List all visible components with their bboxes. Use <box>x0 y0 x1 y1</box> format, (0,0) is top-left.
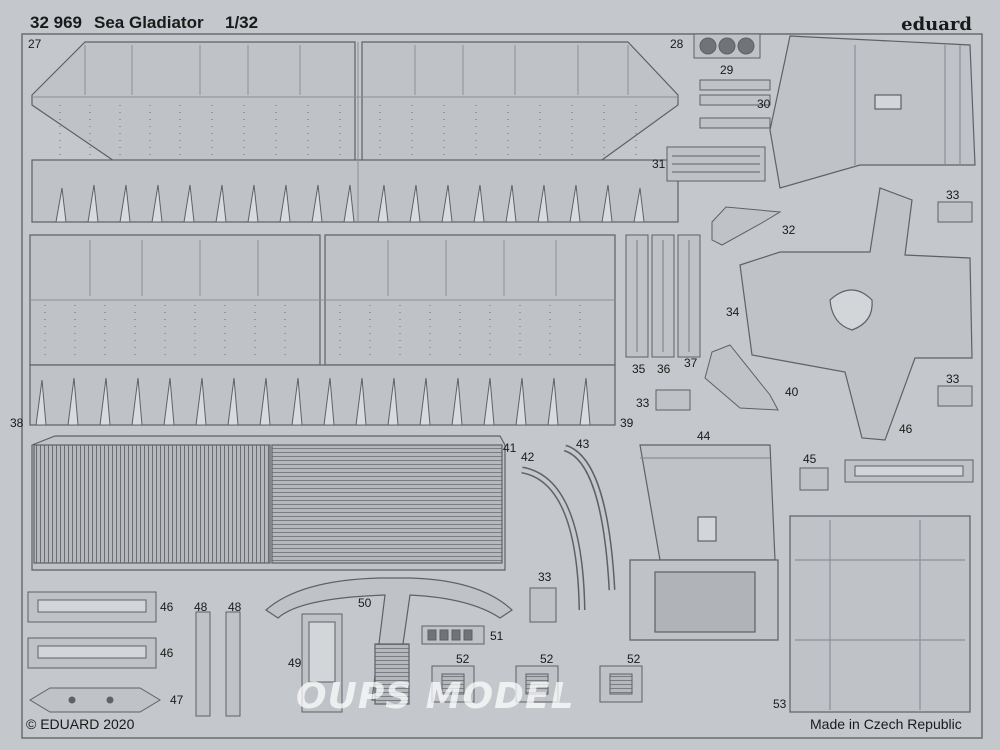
part-label-46b: 46 <box>160 600 174 614</box>
part-38-39-hinges <box>35 377 591 426</box>
part-label-44: 44 <box>697 429 711 443</box>
part-label-39: 39 <box>620 416 634 430</box>
part-label-38: 38 <box>10 416 24 430</box>
part-46-47-strips <box>27 591 161 713</box>
copyright-text: © EDUARD 2020 <box>26 716 135 732</box>
part-label-35: 35 <box>632 362 646 376</box>
part-27-28-panel-lines <box>32 42 678 222</box>
part-label-52a: 52 <box>456 652 470 666</box>
part-label-46c: 46 <box>160 646 174 660</box>
part-label-28: 28 <box>670 37 684 51</box>
brand-logo: eduard <box>901 14 972 35</box>
part-31-bar <box>666 146 766 182</box>
part-label-52b: 52 <box>540 652 554 666</box>
part-35-36-37-rails <box>625 234 701 358</box>
part-27-28-hinges <box>55 184 645 223</box>
part-49-box <box>301 613 343 713</box>
part-38-39-panel-lines <box>30 240 615 301</box>
part-50-yframe <box>265 577 513 705</box>
part-38-39-wing-panel <box>29 234 616 426</box>
part-floor-top-right <box>769 35 976 189</box>
part-label-33b: 33 <box>946 372 960 386</box>
part-label-52c: 52 <box>627 652 641 666</box>
product-name: Sea Gladiator <box>94 13 204 32</box>
part-52-buckles <box>431 665 643 703</box>
origin-text: Made in Czech Republic <box>810 716 962 732</box>
part-41-ribbed-panel <box>31 435 506 571</box>
part-label-45: 45 <box>803 452 817 466</box>
part-label-27: 27 <box>28 37 42 51</box>
part-label-33a: 33 <box>946 188 960 202</box>
part-45-46-parts <box>799 459 974 491</box>
part-label-43: 43 <box>576 437 590 451</box>
part-label-40: 40 <box>785 385 799 399</box>
part-label-30: 30 <box>757 97 771 111</box>
fret-frame <box>21 33 983 739</box>
part-label-37: 37 <box>684 356 698 370</box>
part-32-lever <box>704 206 782 411</box>
part-label-46a: 46 <box>899 422 913 436</box>
part-label-49: 49 <box>288 656 302 670</box>
part-label-53: 53 <box>773 697 787 711</box>
part-33-clips <box>529 201 973 623</box>
part-29-dials <box>693 33 761 59</box>
part-label-47: 47 <box>170 693 184 707</box>
product-scale: 1/32 <box>225 13 259 32</box>
part-27-28-wing-panel <box>31 41 679 223</box>
product-code: 32 969 <box>30 13 82 32</box>
part-label-51: 51 <box>490 629 504 643</box>
part-label-32: 32 <box>782 223 796 237</box>
part-label-48a: 48 <box>194 600 208 614</box>
part-34-frame <box>739 187 973 441</box>
part-label-42: 42 <box>521 450 535 464</box>
part-53-floor <box>789 515 971 713</box>
part-51-row <box>421 625 485 645</box>
part-label-33d: 33 <box>538 570 552 584</box>
part-label-41: 41 <box>503 441 517 455</box>
part-label-50: 50 <box>358 596 372 610</box>
part-label-34: 34 <box>726 305 740 319</box>
part-label-48b: 48 <box>228 600 242 614</box>
part-label-36: 36 <box>657 362 671 376</box>
part-30-strips <box>699 79 771 129</box>
part-label-31: 31 <box>652 157 666 171</box>
watermark-text: OUPS MODEL <box>296 676 575 717</box>
part-48-strips <box>195 611 241 717</box>
part-label-29: 29 <box>720 63 734 77</box>
part-44-seat <box>629 444 779 641</box>
part-label-33c: 33 <box>636 396 650 410</box>
